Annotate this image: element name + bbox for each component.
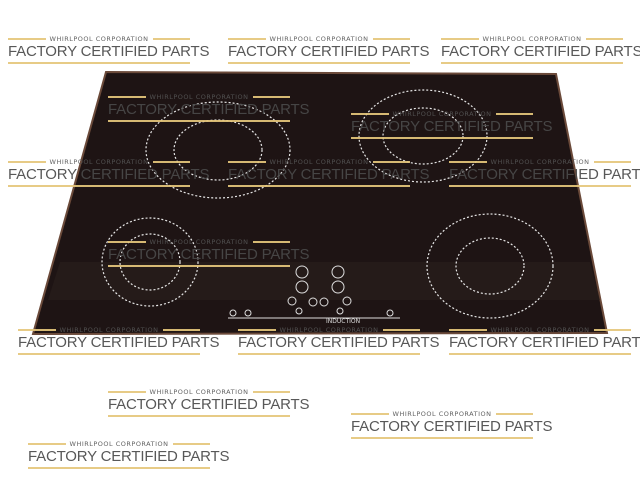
watermark-text: FACTORY CERTIFIED PARTS	[8, 166, 210, 183]
watermark-text: FACTORY CERTIFIED PARTS	[449, 166, 640, 183]
watermark-company: WHIRLPOOL CORPORATION	[149, 93, 249, 101]
watermark-text: FACTORY CERTIFIED PARTS	[108, 246, 310, 263]
watermark-text: FACTORY CERTIFIED PARTS	[108, 396, 310, 413]
watermark-company: WHIRLPOOL CORPORATION	[269, 158, 369, 166]
watermark-company: WHIRLPOOL CORPORATION	[269, 35, 369, 43]
watermark-company: WHIRLPOOL CORPORATION	[69, 440, 169, 448]
watermark-text: FACTORY CERTIFIED PARTS	[441, 43, 640, 60]
watermark-company: WHIRLPOOL CORPORATION	[392, 110, 492, 118]
burner-bottom-left	[101, 217, 199, 307]
watermark-company: WHIRLPOOL CORPORATION	[149, 388, 249, 396]
burner-top-right-inner	[382, 107, 464, 165]
control-panel	[228, 265, 400, 319]
watermark-text: FACTORY CERTIFIED PARTS	[351, 118, 553, 135]
burner-top-right	[358, 89, 488, 183]
watermark-company: WHIRLPOOL CORPORATION	[59, 326, 159, 334]
watermark-company: WHIRLPOOL CORPORATION	[279, 326, 379, 334]
watermark-text: FACTORY CERTIFIED PARTS	[28, 448, 230, 465]
watermark-company: WHIRLPOOL CORPORATION	[49, 35, 149, 43]
watermark-company: WHIRLPOOL CORPORATION	[490, 326, 590, 334]
burner-top-left-inner	[173, 119, 263, 181]
watermark-text: FACTORY CERTIFIED PARTS	[238, 334, 440, 351]
watermark-company: WHIRLPOOL CORPORATION	[482, 35, 582, 43]
burner-bottom-right	[426, 213, 554, 319]
watermark-text: FACTORY CERTIFIED PARTS	[228, 43, 430, 60]
watermark-text: FACTORY CERTIFIED PARTS	[228, 166, 430, 183]
burner-top-left	[145, 101, 291, 199]
watermark-text: FACTORY CERTIFIED PARTS	[18, 334, 220, 351]
watermark-text: FACTORY CERTIFIED PARTS	[351, 418, 553, 435]
induction-label: INDUCTION	[326, 318, 361, 325]
cooktop-reflection	[48, 262, 600, 300]
watermark-text: FACTORY CERTIFIED PARTS	[449, 334, 640, 351]
watermark-company: WHIRLPOOL CORPORATION	[49, 158, 149, 166]
burner-bottom-right-inner	[455, 237, 525, 295]
watermark-text: FACTORY CERTIFIED PARTS	[108, 101, 310, 118]
burner-bottom-left-inner	[119, 233, 181, 291]
watermark-company: WHIRLPOOL CORPORATION	[149, 238, 249, 246]
watermark-company: WHIRLPOOL CORPORATION	[392, 410, 492, 418]
watermark-company: WHIRLPOOL CORPORATION	[490, 158, 590, 166]
watermark-text: FACTORY CERTIFIED PARTS	[8, 43, 210, 60]
